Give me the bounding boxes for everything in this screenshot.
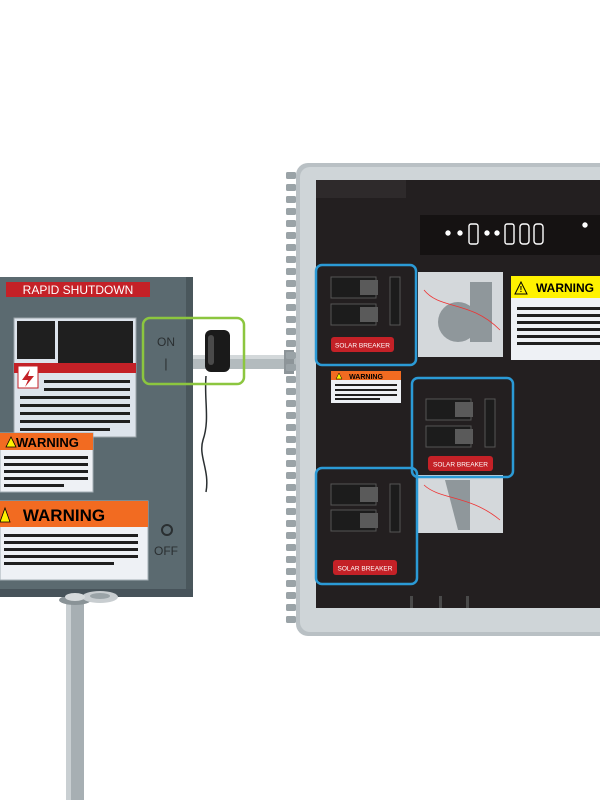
mount-tab <box>286 496 296 503</box>
on-mark: | <box>164 356 167 371</box>
panel-warning-small-text: WARNING <box>349 374 383 381</box>
mount-tab <box>286 376 296 383</box>
on-label: ON <box>157 335 175 349</box>
mount-tab <box>286 580 296 587</box>
panel-warning-large: ! <box>511 276 600 360</box>
rapid-shutdown-title: RAPID SHUTDOWN <box>23 283 134 297</box>
breaker-block-1 <box>330 276 401 326</box>
breaker-label-1: SOLAR BREAKER <box>335 343 390 350</box>
panel-warning-small <box>331 371 401 403</box>
mount-tab <box>286 388 296 395</box>
mount-tab <box>286 340 296 347</box>
equipment-label-plate <box>13 317 137 438</box>
busbar-area-bottom <box>418 475 503 533</box>
breaker-highlight-3 <box>314 466 419 586</box>
breaker-label-2: SOLAR BREAKER <box>433 462 488 469</box>
mount-tab <box>286 208 296 215</box>
mount-tab <box>286 436 296 443</box>
mount-tab <box>286 400 296 407</box>
mount-tab <box>286 592 296 599</box>
mount-tab <box>286 172 296 179</box>
label-text-lines <box>20 380 130 431</box>
disconnect-warning-large <box>0 500 149 581</box>
mount-tab <box>286 568 296 575</box>
svg-text:!: ! <box>520 285 523 294</box>
breaker-label-bg-2 <box>428 456 493 471</box>
panel-warning-large-text: WARNING <box>536 281 594 295</box>
mount-tab <box>286 616 296 623</box>
disconnect-warning-small-text: WARNING <box>16 435 79 450</box>
warning-triangle-icon <box>514 280 528 295</box>
mount-tab <box>286 184 296 191</box>
breaker-label-bg-3 <box>333 560 397 575</box>
panel-mount-tabs <box>286 172 296 623</box>
rapid-shutdown-title-bar <box>6 282 150 297</box>
mount-tab <box>286 232 296 239</box>
mount-tab <box>286 364 296 371</box>
breaker-label-bg-1 <box>331 337 394 352</box>
breaker-highlight-1 <box>314 263 418 367</box>
mount-tab <box>286 220 296 227</box>
mount-tab <box>286 304 296 311</box>
mount-tab <box>286 544 296 551</box>
mount-tab <box>286 328 296 335</box>
mount-tab <box>286 412 296 419</box>
mount-tab <box>286 604 296 611</box>
disconnect-handle-icon <box>195 330 230 493</box>
mount-tab <box>286 448 296 455</box>
mount-tab <box>286 460 296 467</box>
mount-tab <box>286 244 296 251</box>
mount-tab <box>286 352 296 359</box>
mount-tab <box>286 472 296 479</box>
mount-tab <box>286 256 296 263</box>
mount-tab <box>286 484 296 491</box>
disconnect-warning-large-text: WARNING <box>23 506 105 525</box>
mount-tab <box>286 424 296 431</box>
switch-highlight <box>141 316 246 386</box>
mount-tab <box>286 508 296 515</box>
mount-tab <box>286 196 296 203</box>
busbar-area-top <box>418 272 503 357</box>
breaker-highlight-2 <box>410 376 515 479</box>
meter-display-icon <box>445 222 588 245</box>
mount-tab <box>286 520 296 527</box>
breaker-block-2 <box>425 398 496 448</box>
breaker-label-3: SOLAR BREAKER <box>338 566 393 573</box>
breaker-block-3 <box>330 483 401 533</box>
mount-tab <box>286 556 296 563</box>
warning-triangle-icon <box>5 436 17 448</box>
disconnect-warning-small <box>0 432 94 493</box>
mounting-pole <box>59 595 91 800</box>
panel-bottom-fasteners <box>410 596 469 608</box>
off-label: OFF <box>154 544 178 558</box>
lightning-icon <box>17 365 39 389</box>
mount-tab <box>286 532 296 539</box>
mount-tab <box>286 280 296 287</box>
mount-tab <box>286 316 296 323</box>
warning-triangle-icon <box>0 506 11 523</box>
warning-triangle-icon <box>335 372 343 380</box>
off-indicator <box>161 524 173 536</box>
mount-tab <box>286 268 296 275</box>
mount-tab <box>286 292 296 299</box>
